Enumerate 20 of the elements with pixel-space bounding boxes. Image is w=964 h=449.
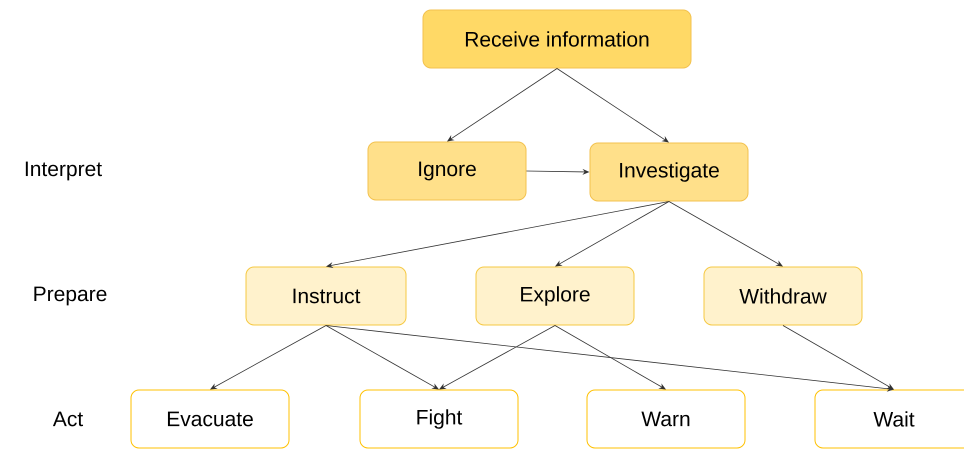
level-label: Prepare [34,286,106,306]
arrow [554,325,666,390]
process-box: Warn [586,390,746,448]
process-box: Fight [360,390,518,448]
level-label: Interpret [26,162,102,180]
process-box: Instruct [246,266,406,326]
arrow [668,201,783,266]
process-box: Wait [814,390,964,448]
arrow [326,325,439,390]
arrow [782,325,894,390]
process-box: Investigate [590,142,748,202]
arrow [556,68,669,142]
process-box: Withdraw [704,266,862,326]
process-box: Receive information [422,10,692,68]
arrow [447,68,558,142]
arrow [555,201,670,266]
process-box: Evacuate [130,390,290,448]
process-box: Explore [476,266,634,326]
process-box: Ignore [368,142,526,200]
level-label: Act [52,412,84,426]
